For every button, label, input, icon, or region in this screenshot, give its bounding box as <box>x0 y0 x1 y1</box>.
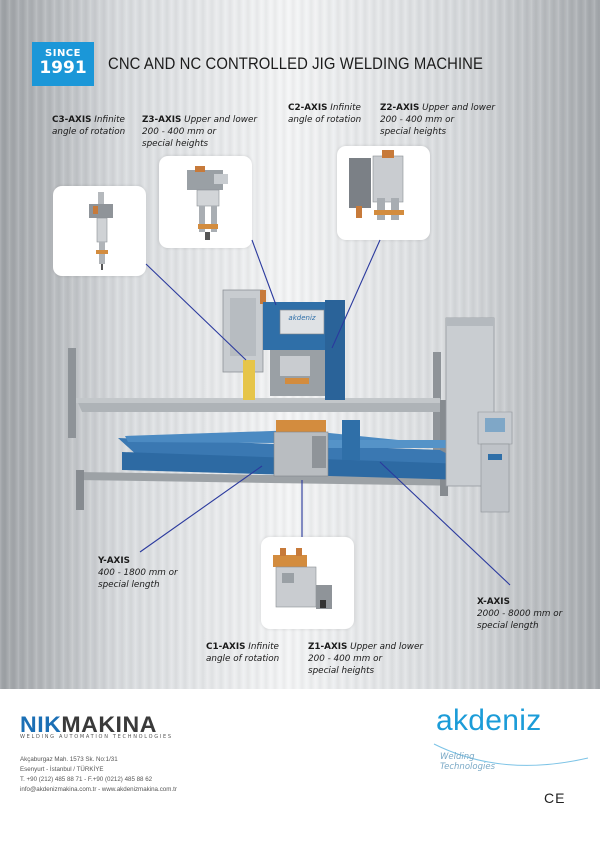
z1-axis-label: Z1-AXIS <box>308 642 348 652</box>
z2-axis-line-3: special heights <box>380 127 447 137</box>
akdeniz-logo: akdeniz <box>436 704 542 737</box>
x-axis-line-1: 2000 - 8000 mm or <box>477 609 563 619</box>
since-badge: SINCE 1991 <box>32 42 94 86</box>
z1-axis-line-2: 200 - 400 mm or <box>308 654 383 664</box>
z2-axis-line-2: 200 - 400 mm or <box>380 115 455 125</box>
nikmakina-logo-makina: MAKINA <box>61 712 157 737</box>
akdeniz-swoosh <box>433 743 589 766</box>
z3-axis-annotation: Z3-AXIS Upper and lower 200 - 400 mm or … <box>142 114 257 150</box>
x-axis-line-2: special length <box>477 621 539 631</box>
z2-leader-line <box>331 239 381 349</box>
c3-leader-line <box>145 263 247 361</box>
page-title: CNC AND NC CONTROLLED JIG WELDING MACHIN… <box>108 55 483 73</box>
z3-leader-line <box>251 239 277 306</box>
y-axis-annotation: Y-AXIS 400 - 1800 mm or special length <box>98 555 178 591</box>
c3-axis-line-1: Infinite <box>94 115 125 125</box>
c1-axis-line-1: Infinite <box>248 642 279 652</box>
y-axis-line-1: 400 - 1800 mm or <box>98 568 178 578</box>
y-axis-line-2: special length <box>98 580 160 590</box>
z2-axis-line-1: Upper and lower <box>422 103 495 113</box>
leader-lines <box>139 239 511 586</box>
address-line: Akçaburgaz Mah. 1573 Sk. No:1/31 <box>20 756 118 763</box>
z3-head-image <box>187 166 228 240</box>
c1-axis-annotation: C1-AXIS Infinite angle of rotation <box>206 641 279 665</box>
z2-axis-annotation: Z2-AXIS Upper and lower 200 - 400 mm or … <box>380 102 495 138</box>
machine-frame <box>68 348 470 510</box>
c3-axis-label: C3-AXIS <box>52 115 92 125</box>
c3-head-image <box>89 192 113 270</box>
z1-head-image <box>273 548 332 609</box>
address-line: T. +90 (212) 485 88 71 - F.+90 (0212) 48… <box>20 776 153 783</box>
since-label: SINCE <box>45 48 81 59</box>
nikmakina-tagline: WELDING AUTOMATION TECHNOLOGIES <box>20 734 173 740</box>
c1-axis-line-2: angle of rotation <box>206 654 280 664</box>
z3-axis-line-3: special heights <box>142 139 209 149</box>
since-year: 1991 <box>39 58 87 78</box>
footer <box>0 689 600 849</box>
y-axis-label: Y-AXIS <box>98 556 130 566</box>
company-address: Akçaburgaz Mah. 1573 Sk. No:1/31 Esenyur… <box>20 755 177 795</box>
address-line: info@akdenizmakina.com.tr - www.akdenizm… <box>20 786 177 793</box>
c2-axis-line-2: angle of rotation <box>288 115 362 125</box>
x-axis-annotation: X-AXIS 2000 - 8000 mm or special length <box>477 596 562 632</box>
z1-axis-annotation: Z1-AXIS Upper and lower 200 - 400 mm or … <box>308 641 423 677</box>
machine-badge: akdeniz <box>288 314 316 322</box>
z1-axis-line-3: special heights <box>308 666 375 676</box>
address-line: Esenyurt - İstanbul / TÜRKİYE <box>20 766 104 773</box>
c2-axis-label: C2-AXIS <box>288 103 328 113</box>
y-leader-line <box>139 465 263 553</box>
z1-axis-line-1: Upper and lower <box>350 642 423 652</box>
c3-axis-line-2: angle of rotation <box>52 127 126 137</box>
akdeniz-tagline-2: Technologies <box>440 762 495 772</box>
z2-head-image <box>349 150 404 220</box>
c2-axis-line-1: Infinite <box>330 103 361 113</box>
akdeniz-tagline-1: Welding <box>440 752 475 762</box>
c1-axis-label: C1-AXIS <box>206 642 246 652</box>
z2-axis-label: Z2-AXIS <box>380 103 420 113</box>
machine-illustration <box>68 150 513 609</box>
ce-mark: CE <box>544 790 566 806</box>
nikmakina-logo: NIKMAKINA <box>20 712 157 738</box>
c3-axis-annotation: C3-AXIS Infinite angle of rotation <box>52 114 125 138</box>
operator-console <box>477 411 513 513</box>
welding-column <box>263 300 360 477</box>
z3-axis-line-1: Upper and lower <box>184 115 257 125</box>
akdeniz-tagline: Welding Technologies <box>440 752 495 772</box>
x-leader-line <box>379 461 511 586</box>
c2-axis-annotation: C2-AXIS Infinite angle of rotation <box>288 102 361 126</box>
x-axis-label: X-AXIS <box>477 597 510 607</box>
z3-axis-label: Z3-AXIS <box>142 115 182 125</box>
z3-axis-line-2: 200 - 400 mm or <box>142 127 217 137</box>
nikmakina-logo-nik: NIK <box>20 712 62 737</box>
control-cabinet <box>222 289 266 400</box>
